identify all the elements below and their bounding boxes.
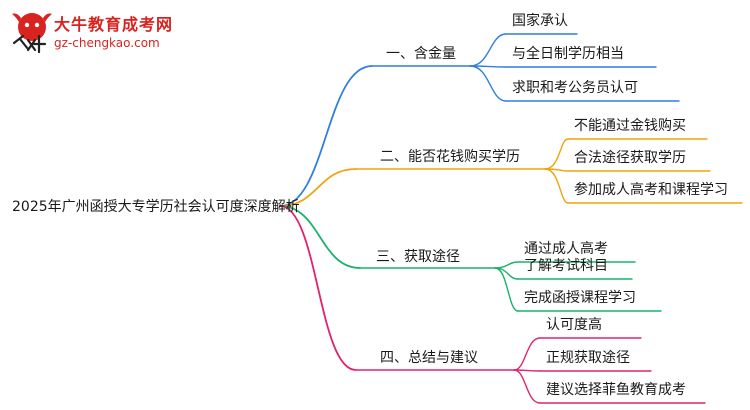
leaf-2-1: 不能通过金钱购买	[574, 118, 686, 134]
leaf-2-2: 合法途径获取学历	[574, 150, 686, 166]
connector-root-branch-1	[279, 65, 373, 207]
leaf-2-3: 参加成人高考和课程学习	[574, 182, 728, 198]
leaf-1-1: 国家承认	[512, 13, 568, 29]
connector-branch-2-leaf-3	[544, 168, 569, 204]
connector-root-branch-2	[279, 168, 357, 207]
connector-branch-2-leaf-1	[544, 138, 569, 170]
root-node: 2025年广州函授大专学历社会认可度深度解析	[12, 199, 300, 215]
connector-branch-1-leaf-1	[469, 33, 507, 67]
connector-root-branch-3	[279, 205, 361, 269]
ox-mascot-icon	[12, 13, 52, 54]
leaf-3-2: 了解考试科目	[524, 258, 608, 274]
leaf-1-2: 与全日制学历相当	[512, 46, 624, 62]
branch-1-label: 一、含金量	[386, 46, 456, 62]
connector-branch-4-leaf-3	[513, 369, 541, 404]
connector-branch-1-leaf-3	[469, 65, 507, 102]
logo: 大牛教育成考网 gz-chengkao.com	[8, 10, 228, 60]
connector-branch-3-leaf-3	[494, 267, 519, 312]
leaf-4-1: 认可度高	[546, 317, 602, 333]
leaf-3-1: 通过成人高考	[524, 241, 608, 257]
logo-url: gz-chengkao.com	[54, 36, 160, 50]
leaf-4-2: 正规获取途径	[546, 350, 630, 366]
branch-3-label: 三、获取途径	[376, 249, 460, 265]
logo-title: 大牛教育成考网	[54, 15, 174, 34]
branch-2-label: 二、能否花钱购买学历	[380, 149, 520, 165]
connector-branch-4-leaf-1	[513, 337, 541, 371]
leaf-3-3: 完成函授课程学习	[524, 290, 636, 306]
leaf-1-3: 求职和考公务员认可	[512, 80, 638, 96]
branch-4-label: 四、总结与建议	[380, 350, 478, 366]
leaf-4-3: 建议选择菲鱼教育成考	[546, 382, 686, 398]
connector-root-branch-4	[279, 205, 357, 371]
connector-branch-3-leaf-1	[494, 261, 519, 269]
